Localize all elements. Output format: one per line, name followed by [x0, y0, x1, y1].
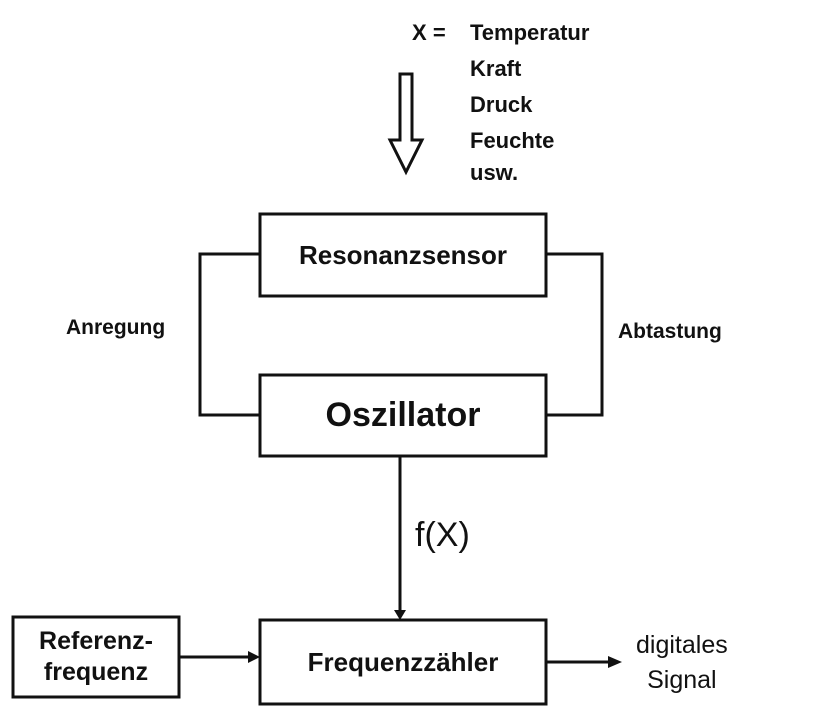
measurand-list: X = Temperatur Kraft Druck Feuchte usw. — [412, 15, 589, 191]
frequency-counter-box — [258, 618, 548, 706]
resonance-sensor-label: Resonanzsensor — [298, 239, 508, 270]
reference-frequency-label: Referenz- frequenz — [13, 617, 179, 697]
reference-arrowhead — [248, 651, 260, 663]
measurand-prefix: X = — [412, 15, 470, 51]
measurand-item-pressure: Druck — [470, 92, 533, 117]
reference-frequency-line-2: frequenz — [43, 658, 149, 686]
measurand-first-line: X = Temperatur — [412, 15, 589, 51]
output-arrowhead — [608, 656, 622, 668]
frequency-counter-label: Frequenzzähler — [307, 646, 499, 677]
excitation-line — [198, 252, 260, 417]
measurand-equals: = — [432, 20, 446, 45]
function-label: f(X) — [415, 516, 470, 554]
measurand-item-force: Kraft — [470, 56, 522, 81]
measurand-item-temperature: Temperatur — [470, 20, 590, 45]
sampling-line — [546, 252, 604, 417]
input-arrow — [387, 72, 425, 176]
sampling-label: Abtastung — [618, 320, 722, 343]
measurand-item-etc: usw. — [470, 160, 519, 185]
measurand-variable: X — [412, 20, 427, 45]
reference-frequency-line-1: Referenz- — [39, 627, 153, 655]
counter-input-arrowhead — [394, 610, 406, 620]
digital-signal-line-1: digitales — [636, 631, 728, 659]
digital-signal-line-2: Signal — [647, 666, 717, 694]
reference-frequency-box — [11, 615, 181, 699]
excitation-label: Anregung — [66, 316, 166, 339]
oscillator-label: Oszillator — [325, 396, 481, 434]
digital-signal-label: digitales Signal — [636, 628, 728, 698]
oscillator-box — [258, 373, 548, 458]
measurand-item-humidity: Feuchte — [470, 128, 555, 153]
